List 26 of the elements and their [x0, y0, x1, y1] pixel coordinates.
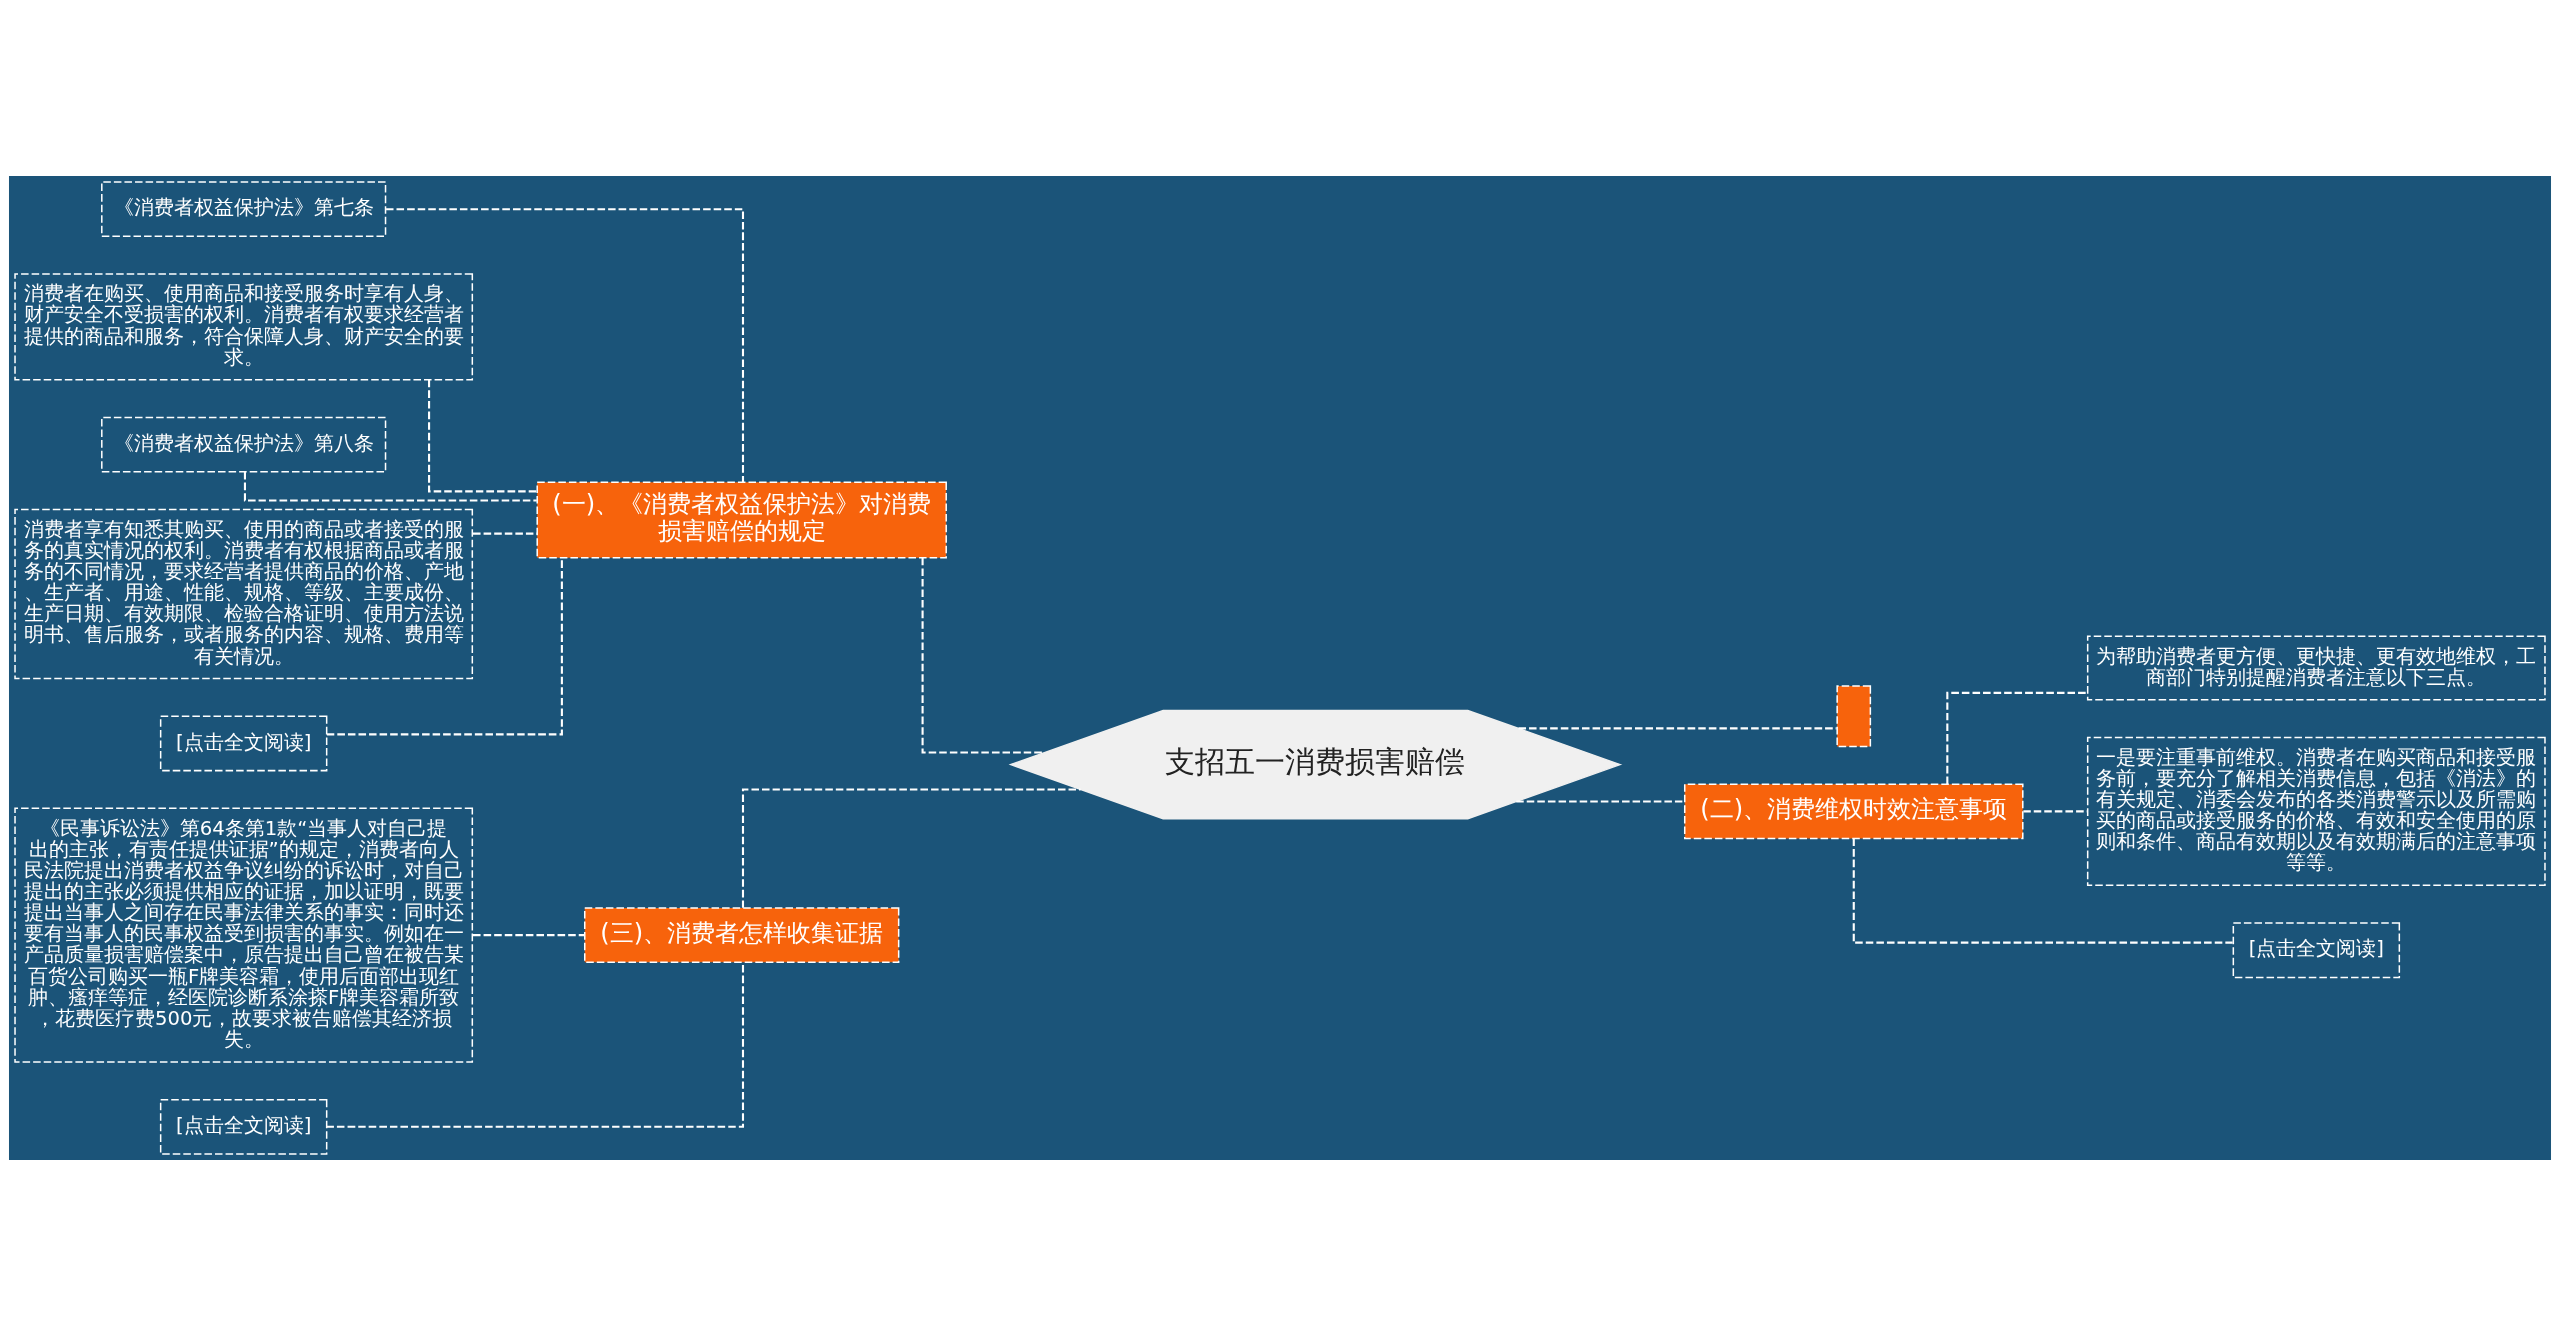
node-box: (三)、消费者怎样收集证据 — [584, 906, 900, 963]
node-box: 《消费者权益保护法》第八条 — [101, 416, 387, 473]
connector — [326, 557, 563, 735]
connector — [1518, 726, 1837, 729]
connector — [326, 962, 745, 1128]
connector — [473, 532, 537, 535]
node-box — [1836, 684, 1872, 747]
connector — [1852, 838, 2234, 944]
connector — [741, 787, 1081, 908]
connector — [921, 557, 1045, 754]
connector — [428, 379, 538, 492]
node-box: 一是要注重事前维权。消费者在购买商品和接受服务前，要充分了解相关消费信息，包括《消法》的有关规定、消委会发布的各类消费警示以及所需购买的商品或接受服务的价格、有效和安全使用的原则和条件、商品有效期以及有效期满后的注意事项等等。 — [2086, 736, 2546, 886]
node-box: (一)、《消费者权益保护法》对消费损害赔偿的规定 — [536, 481, 947, 559]
connector — [473, 933, 585, 936]
connector — [386, 207, 745, 482]
node-box: 《消费者权益保护法》第七条 — [101, 180, 387, 237]
node-box: 为帮助消费者更方便、更快捷、更有效地维权，工商部门特别提醒消费者注意以下三点。 — [2086, 635, 2546, 700]
connector — [1516, 799, 1685, 803]
node-box: 消费者在购买、使用商品和接受服务时享有人身、财产安全不受损害的权利。消费者有权要求经营者提供的商品和服务，符合保障人身、财产安全的要求。 — [14, 272, 474, 380]
node-box: (二)、消费维权时效注意事项 — [1683, 782, 2024, 839]
node-box: [点击全文阅读] — [2232, 921, 2401, 978]
connector — [1946, 691, 2088, 784]
node-box: [点击全文阅读] — [159, 1098, 328, 1155]
node-box: [点击全文阅读] — [159, 715, 328, 771]
node-box: 《民事诉讼法》第64条第1款“当事人对自己提出的主张，有责任提供证据”的规定，消费者向人民法院提出消费者权益争议纠纷的诉讼时，对自己提出的主张必须提供相应的证据，加以证明，既要提出当事人之间存在民事法律关系的事实：同时还要有当事人的民事权益受到损害的事实。例如在一产品质量损害赔偿案中，原告提出自己曾在被告某百货公司购买一瓶F牌美容霜，使用后面部出现红肿、瘙痒等症，经医院诊断系涂搽F牌美容霜所致，花费医疗费500元，故要求被告赔偿其经济损失。 — [14, 807, 474, 1063]
node-box: 消费者享有知悉其购买、使用的商品或者接受的服务的真实情况的权利。消费者有权根据商品或者服务的不同情况，要求经营者提供商品的价格、产地、生产者、用途、性能、规格、等级、主要成份、生产日期、有效期限、检验合格证明、使用方法说明书、售后服务，或者服务的内容、规格、费用等有关情况。 — [14, 508, 474, 679]
